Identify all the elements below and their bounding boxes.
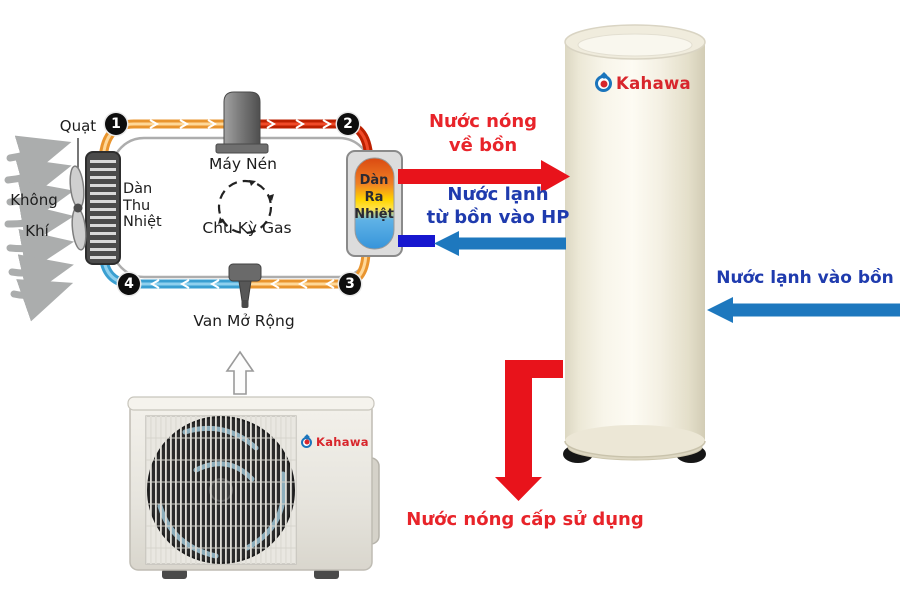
water-tank [563, 24, 706, 463]
expansion-valve-label: Van Mở Rộng [193, 312, 295, 330]
cycle-node-3: 3 [339, 273, 361, 295]
condenser [346, 150, 403, 257]
fan-label: Quạt [59, 117, 97, 135]
hot-to-tank-label: Nước nóng về bồn [428, 111, 538, 156]
compressor-label: Máy Nén [209, 155, 277, 173]
cold-water-to-hp-arrow [434, 231, 566, 256]
cycle-node-4: 4 [118, 273, 140, 295]
hot-supply-label: Nước nóng cấp sử dụng [406, 509, 644, 530]
evaporator-label: Dàn Thu Nhiệt [123, 181, 162, 230]
cold-water-into-tank-arrow [707, 297, 900, 323]
unit-brand-logo: Kahawa [301, 433, 369, 449]
tank-brand-name: Kahawa [616, 74, 691, 93]
evaporator-coil [85, 151, 121, 265]
unit-foot-left [162, 569, 187, 579]
kahawa-drop-icon [301, 433, 312, 448]
fan [69, 138, 87, 251]
gas-cycle-label: Chu Kỳ Gas [202, 219, 292, 237]
cycle-node-1: 1 [105, 113, 127, 135]
air-label-line2: Khí [25, 222, 49, 240]
expansion-valve [228, 263, 262, 308]
unit-foot-right [314, 569, 339, 579]
cold-water-stub [398, 235, 435, 247]
tank-brand-logo: Kahawa [595, 71, 691, 93]
condenser-label: Dàn Ra Nhiệt [354, 173, 394, 222]
air-flow-arrows [4, 135, 75, 322]
unit-fan-grille [145, 415, 297, 565]
cold-to-tank-label: Nước lạnh vào bồn [716, 268, 894, 288]
gas-cycle-icon [217, 179, 274, 235]
hot-water-to-tank-arrow [398, 160, 570, 193]
cycle-node-2: 2 [337, 113, 359, 135]
heat-pump-unit [127, 396, 380, 579]
unit-top-cap [127, 396, 375, 411]
compressor [215, 91, 269, 154]
cold-to-hp-label: Nước lạnh từ bồn vào HP [426, 184, 570, 228]
unit-to-cycle-arrow [225, 350, 255, 395]
air-label-line1: Không [10, 191, 58, 209]
hot-water-supply-arrow [495, 360, 563, 501]
kahawa-drop-icon [595, 71, 612, 92]
unit-brand-name: Kahawa [316, 435, 369, 449]
